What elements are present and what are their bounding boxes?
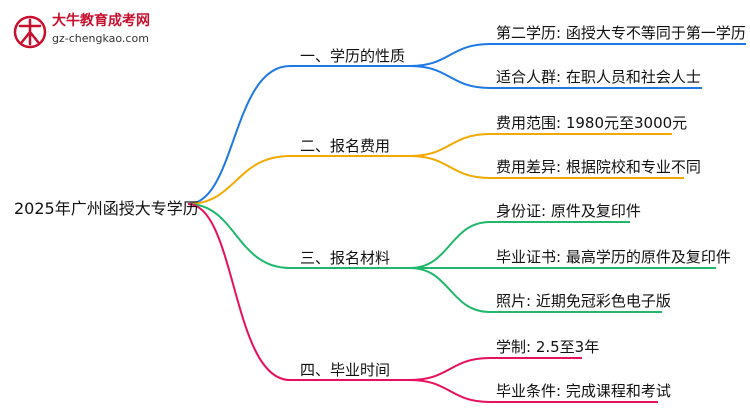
leaf-connector-1-2 <box>409 65 702 89</box>
leaf-node-1-2: 适合人群: 在职人员和社会人士 <box>496 68 701 86</box>
branch-node-4: 四、毕业时间 <box>300 361 391 379</box>
leaf-connector-4-1 <box>409 357 582 381</box>
leaf-node-1-1: 第二学历: 函授大专不等同于第一学历 <box>496 24 746 42</box>
branch-connector-4 <box>187 203 410 381</box>
leaf-node-2-1: 费用范围: 1980元至3000元 <box>496 114 688 132</box>
leaf-node-2-2: 费用差异: 根据院校和专业不同 <box>496 158 701 176</box>
logo-url: gz-chengkao.com <box>52 32 149 45</box>
leaf-connector-2-2 <box>409 155 684 179</box>
leaf-node-4-2: 毕业条件: 完成课程和考试 <box>496 382 671 400</box>
site-logo: 大牛教育成考网 gz-chengkao.com <box>8 10 168 54</box>
leaf-node-3-1: 身份证: 原件及复印件 <box>496 202 641 220</box>
leaf-node-4-1: 学制: 2.5至3年 <box>496 338 600 356</box>
branch-node-1: 一、学历的性质 <box>300 47 406 65</box>
branch-node-3: 三、报名材料 <box>300 249 391 267</box>
logo-name: 大牛教育成考网 <box>52 13 150 29</box>
leaf-connector-1-1 <box>409 43 746 67</box>
branch-connector-3 <box>187 203 410 269</box>
leaf-connector-2-1 <box>409 133 672 157</box>
leaf-connector-4-2 <box>409 379 658 403</box>
root-node: 2025年广州函授大专学历 <box>14 199 199 218</box>
leaf-node-3-3: 照片: 近期免冠彩色电子版 <box>496 292 671 310</box>
leaf-connector-3-1 <box>409 221 630 269</box>
leaf-node-3-2: 毕业证书: 最高学历的原件及复印件 <box>496 248 731 266</box>
branch-node-2: 二、报名费用 <box>300 137 391 155</box>
leaf-connector-3-3 <box>409 267 662 313</box>
logo-icon <box>13 15 47 49</box>
branch-connector-1 <box>187 65 410 205</box>
branch-connector-2 <box>187 155 410 205</box>
